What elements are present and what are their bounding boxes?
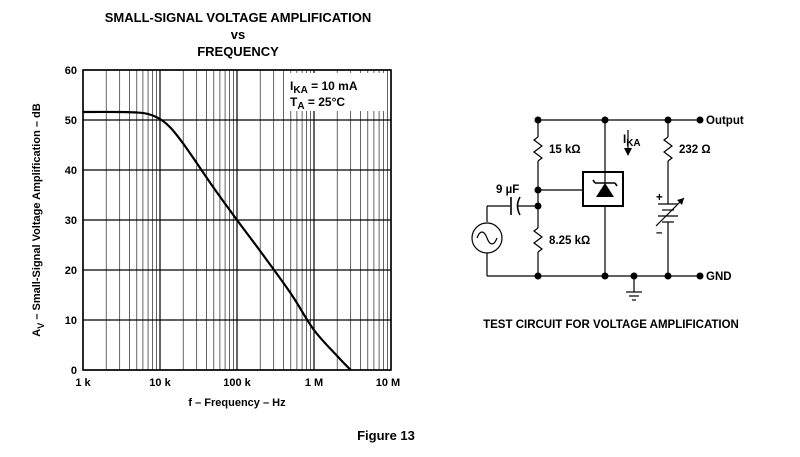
junction-dot bbox=[664, 116, 672, 124]
annotation-box bbox=[285, 73, 385, 111]
junction-dot bbox=[534, 116, 542, 124]
y-tick-label: 20 bbox=[65, 265, 77, 277]
plot-frame bbox=[82, 69, 392, 371]
resistor-8-25k-label: 8.25 kΩ bbox=[549, 235, 590, 247]
resistor-8-25k bbox=[533, 227, 543, 253]
diode-triangle bbox=[596, 183, 614, 197]
y-axis-label-main: A bbox=[31, 329, 43, 337]
chart-title-line-3: FREQUENCY bbox=[197, 44, 279, 59]
current-arrow-head bbox=[624, 148, 632, 156]
circuit-filled-parts bbox=[534, 116, 704, 280]
x-tick-label: 10 k bbox=[149, 377, 171, 389]
annotation-ika-sub: KA bbox=[293, 85, 307, 96]
series-group bbox=[82, 110, 352, 371]
circuit-title: TEST CIRCUIT FOR VOLTAGE AMPLIFICATION bbox=[483, 319, 739, 331]
x-tick-label: 10 M bbox=[376, 377, 400, 389]
test-circuit bbox=[471, 119, 700, 301]
supply-plus-label: + bbox=[656, 192, 663, 204]
junction-dot bbox=[696, 116, 704, 124]
y-tick-label: 0 bbox=[71, 365, 77, 377]
junction-dot bbox=[630, 272, 638, 280]
capacitor-plate-right bbox=[516, 196, 521, 216]
x-axis-label: f – Frequency – Hz bbox=[188, 397, 286, 409]
x-tick-labels: 1 k 10 k 100 k 1 M 10 M bbox=[75, 377, 400, 389]
capacitor-label: 9 µF bbox=[496, 184, 519, 196]
junction-dot bbox=[534, 202, 542, 210]
shunt-regulator-device bbox=[582, 171, 624, 207]
supply-arrow-head bbox=[677, 198, 684, 205]
y-axis-label-sub: V bbox=[36, 323, 46, 329]
x-tick-label: 1 M bbox=[305, 377, 323, 389]
junction-dot bbox=[534, 272, 542, 280]
junction-dot bbox=[696, 272, 704, 280]
annotation-ika-rest: = 10 mA bbox=[308, 79, 358, 93]
current-label: IKA bbox=[623, 134, 641, 149]
output-label: Output bbox=[706, 115, 744, 127]
annotation-ta: TA = 25°C bbox=[290, 95, 345, 112]
annotation-ta-sub: A bbox=[297, 101, 304, 112]
chart-title-line-2: vs bbox=[231, 27, 245, 42]
y-axis-label-rest: – Small-Signal Voltage Amplification – d… bbox=[31, 103, 43, 322]
junction-dot bbox=[601, 116, 609, 124]
chart-title-line-1: SMALL-SIGNAL VOLTAGE AMPLIFICATION bbox=[105, 10, 371, 25]
plot-area bbox=[82, 69, 392, 371]
annotation-ika: IKA = 10 mA bbox=[290, 79, 358, 96]
y-tick-label: 60 bbox=[65, 65, 77, 77]
junction-dot bbox=[664, 272, 672, 280]
y-tick-label: 10 bbox=[65, 315, 77, 327]
junction-dot bbox=[534, 186, 542, 194]
figure-caption: Figure 13 bbox=[357, 428, 415, 443]
resistor-15k bbox=[533, 136, 543, 162]
gain-curve-line bbox=[82, 110, 352, 371]
supply-minus-label: – bbox=[656, 227, 663, 239]
gnd-label: GND bbox=[706, 271, 732, 283]
condition-annotation: IKA = 10 mA TA = 25°C bbox=[285, 73, 385, 112]
y-axis-label: AV – Small-Signal Voltage Amplification … bbox=[31, 103, 46, 336]
resistor-232-label: 232 Ω bbox=[679, 144, 711, 156]
current-label-main: I bbox=[623, 134, 626, 146]
y-tick-label: 40 bbox=[65, 165, 77, 177]
resistor-15k-label: 15 kΩ bbox=[549, 144, 581, 156]
annotation-ta-rest: = 25°C bbox=[305, 95, 346, 109]
x-tick-label: 100 k bbox=[223, 377, 251, 389]
y-tick-label: 30 bbox=[65, 215, 77, 227]
y-tick-labels: 0 10 20 30 40 50 60 bbox=[65, 65, 77, 377]
annotation-ta-main: T bbox=[290, 95, 298, 109]
y-tick-label: 50 bbox=[65, 115, 77, 127]
supply-variable-arrow bbox=[655, 197, 685, 227]
resistor-232 bbox=[663, 136, 673, 162]
junction-dot bbox=[601, 272, 609, 280]
sine-icon bbox=[476, 231, 498, 245]
annotation-ika-main: I bbox=[290, 79, 293, 93]
current-label-sub: KA bbox=[626, 138, 640, 149]
x-tick-label: 1 k bbox=[75, 377, 91, 389]
